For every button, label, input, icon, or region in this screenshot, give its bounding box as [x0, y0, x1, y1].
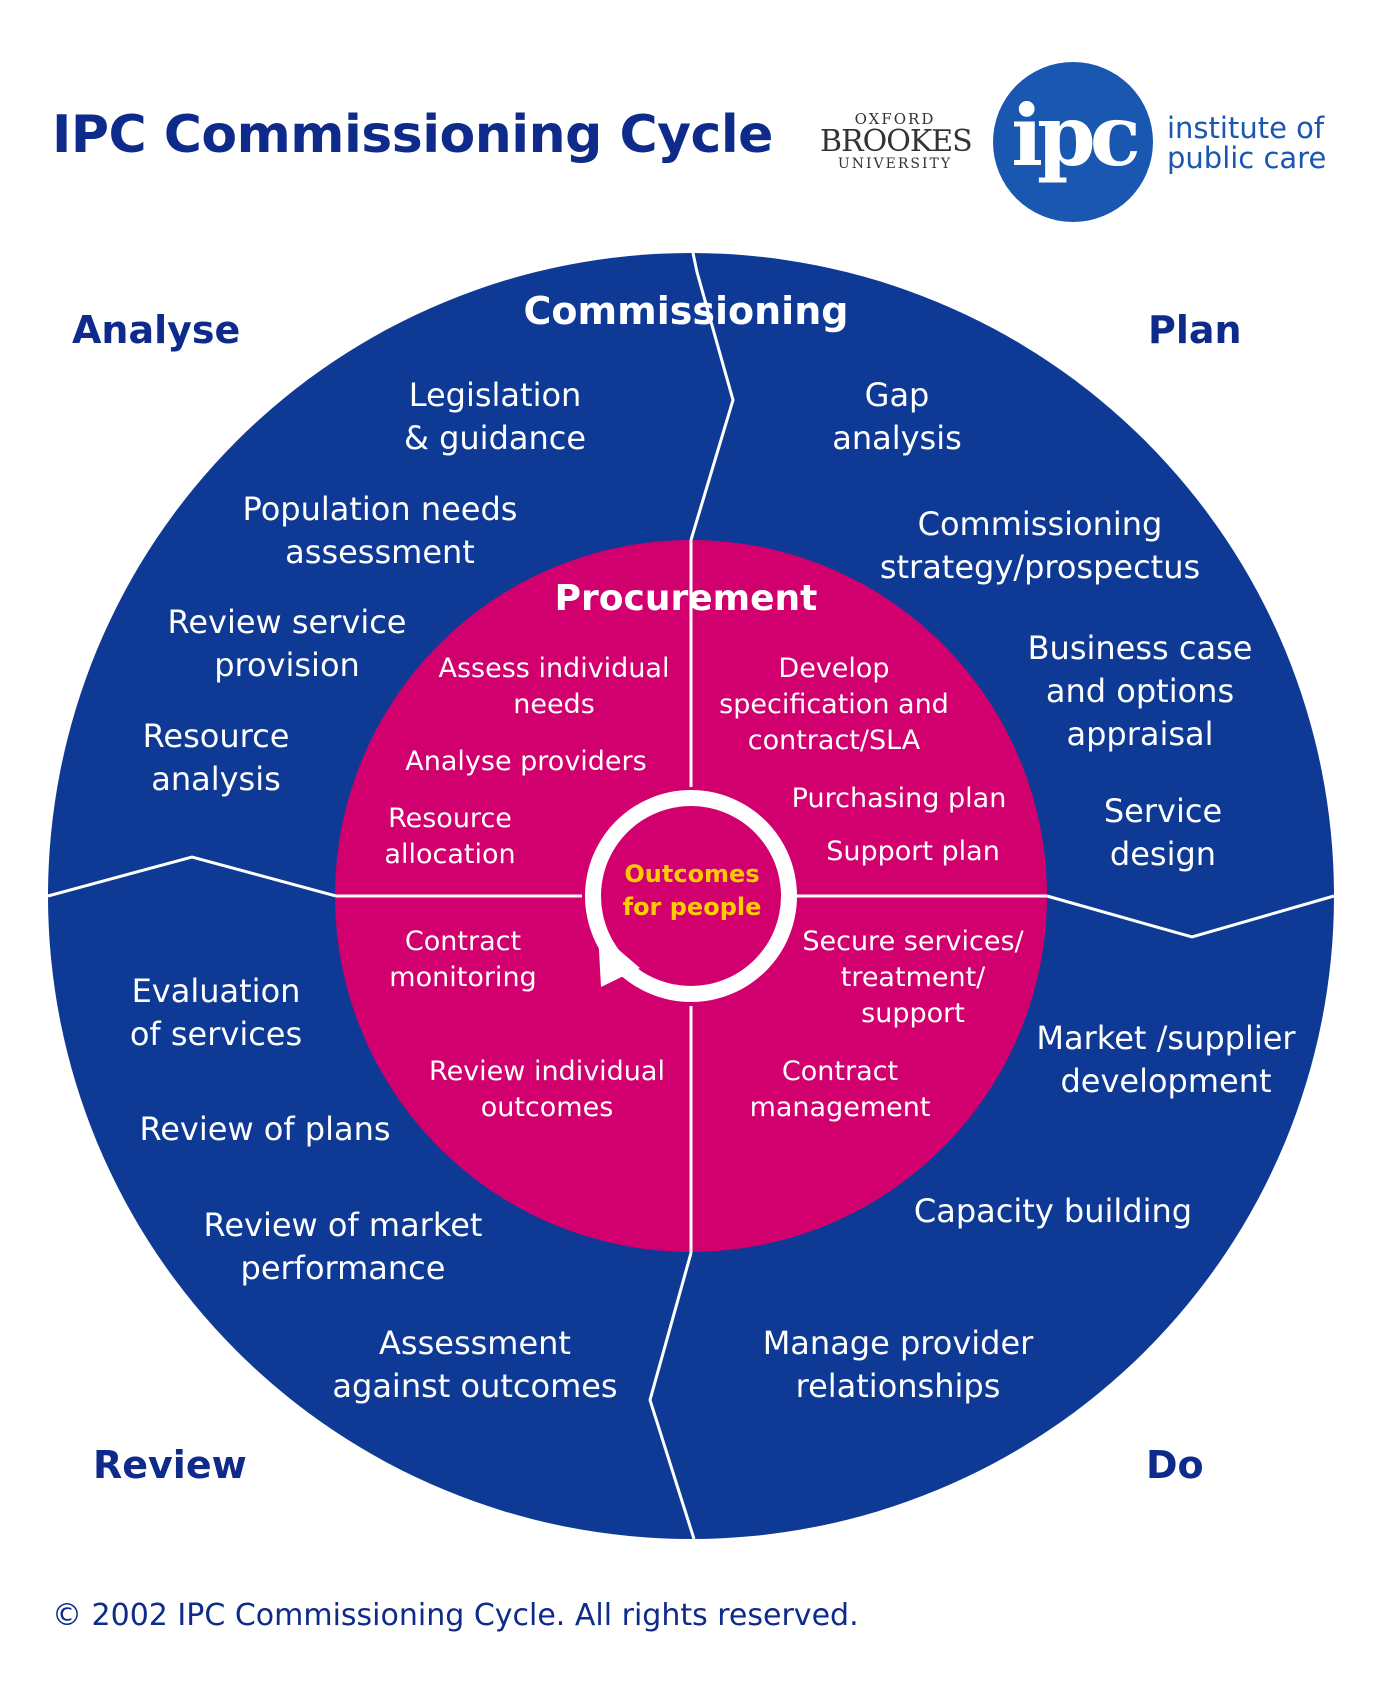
quadrant-dividers [47, 252, 1335, 1540]
copyright-footer: © 2002 IPC Commissioning Cycle. All righ… [52, 1598, 859, 1633]
ipc-logo-text: institute of public care [1167, 113, 1326, 173]
outer-ring-heading: Commissioning [523, 289, 849, 333]
outer-item: Capacity building [913, 1192, 1193, 1230]
brookes-logo-line3: UNIVERSITY [837, 156, 953, 172]
divider-top [689, 252, 735, 541]
quadrant-label-plan: Plan [1148, 308, 1242, 352]
inner-ring-heading: Procurement [554, 578, 818, 619]
inner-item: Analyse providers [405, 746, 647, 777]
center-fill [601, 806, 781, 986]
ipc-logo-mark: ipc [993, 62, 1153, 222]
inner-item: Support plan [826, 836, 1000, 867]
divider-bottom [648, 1252, 696, 1540]
ipc-logo-letters: ipc [1011, 85, 1141, 185]
outer-item: Review of plans [139, 1110, 391, 1148]
quadrant-label-analyse: Analyse [72, 308, 241, 352]
page-title: IPC Commissioning Cycle [52, 105, 773, 165]
inner-item: Secure services/treatment/support [802, 926, 1024, 1029]
brookes-logo-line1: OXFORD [854, 110, 936, 128]
quadrant-label-review: Review [93, 1443, 247, 1487]
outer-item: Legislation& guidance [403, 376, 587, 457]
ipc-logo-text-line1: institute of [1167, 111, 1325, 145]
inner-item: Purchasing plan [791, 783, 1007, 814]
oxford-brookes-logo: OXFORD BROOKES UNIVERSITY [820, 110, 973, 172]
divider-right [1046, 894, 1335, 939]
brookes-logo-line2: BROOKES [820, 124, 973, 159]
ipc-logo-text-line2: public care [1167, 141, 1327, 175]
cycle-arrow-icon [598, 932, 640, 987]
divider-left [47, 855, 337, 898]
quadrant-label-do: Do [1146, 1443, 1204, 1487]
